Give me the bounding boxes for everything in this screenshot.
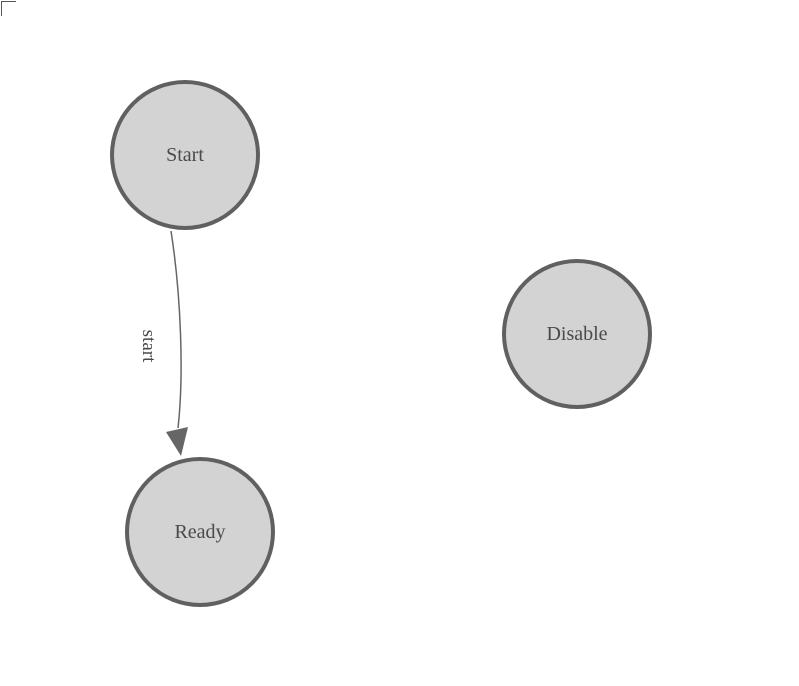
transition-edge-start-to-ready[interactable] <box>170 230 182 429</box>
arrowhead-icon <box>166 427 188 456</box>
state-label-start: Start <box>166 143 204 166</box>
state-node-ready[interactable]: Ready <box>125 457 275 607</box>
state-node-start[interactable]: Start <box>110 80 260 230</box>
state-node-disable[interactable]: Disable <box>502 259 652 409</box>
canvas-corner-mark <box>1 1 16 16</box>
state-label-disable: Disable <box>546 322 608 345</box>
transition-label-start[interactable]: start <box>138 329 159 363</box>
state-label-ready: Ready <box>174 520 226 543</box>
